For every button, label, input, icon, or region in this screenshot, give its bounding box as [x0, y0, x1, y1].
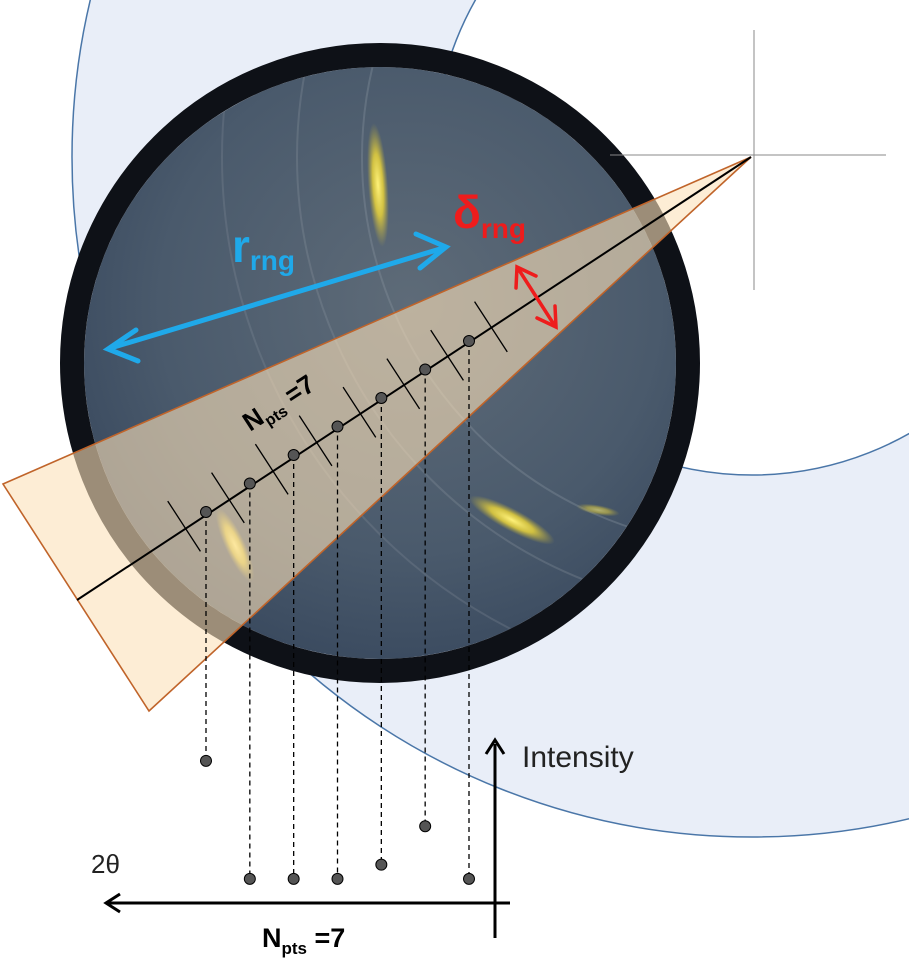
- intensity-point: [243, 872, 256, 885]
- bin-tick: [298, 415, 333, 467]
- r-range-label: rrng: [232, 220, 295, 276]
- bin-tick: [430, 329, 464, 381]
- delta-range-label: δrng: [453, 186, 526, 244]
- integration-wedge: [1, 156, 752, 713]
- diffraction-spot: [367, 123, 389, 247]
- sample-point: [375, 392, 388, 404]
- beam-center-crosshair-icon: [610, 30, 886, 290]
- intensity-point: [331, 872, 344, 885]
- diffraction-spot: [469, 495, 555, 545]
- intensity-point: [375, 858, 388, 871]
- two-theta-axis-label: 2θ: [91, 849, 120, 879]
- bin-ticks: [167, 301, 508, 552]
- r-range-arrow-icon: [102, 231, 451, 364]
- sample-point: [331, 420, 344, 433]
- npts-axis-label: Npts =7: [262, 923, 345, 958]
- bin-tick: [254, 443, 289, 495]
- delta-range-arrow-icon: [514, 264, 558, 330]
- sample-point: [419, 363, 432, 376]
- sample-point: [287, 449, 300, 461]
- sample-points: [200, 335, 475, 518]
- intensity-point: [287, 872, 300, 885]
- sample-point: [200, 506, 212, 518]
- bin-tick: [211, 472, 245, 524]
- intensity-point: [419, 820, 432, 833]
- bin-tick: [167, 500, 201, 552]
- diffraction-spot: [576, 503, 620, 517]
- sample-point: [243, 477, 256, 490]
- sample-point: [463, 335, 475, 347]
- intensity-axis: [484, 737, 506, 938]
- projection-lines: [205, 341, 470, 879]
- wedge-centerline: [76, 156, 752, 601]
- bin-tick: [474, 301, 508, 353]
- intensity-point: [463, 872, 475, 885]
- intensity-profile: [200, 754, 475, 885]
- bin-tick: [386, 358, 421, 410]
- bin-tick: [342, 386, 377, 438]
- intensity-axis-label: Intensity: [522, 741, 634, 774]
- two-theta-axis: [103, 892, 510, 914]
- intensity-point: [200, 754, 212, 767]
